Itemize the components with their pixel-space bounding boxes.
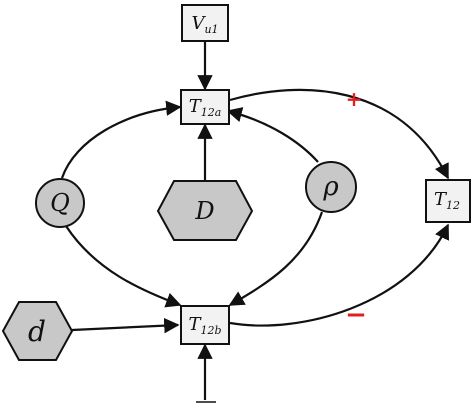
svg-text:Vu1: Vu1 bbox=[191, 13, 218, 36]
node-big-d: D bbox=[156, 180, 254, 241]
edge-rho-to-t12b bbox=[228, 211, 324, 306]
node-q-label: Q bbox=[50, 189, 70, 217]
node-t12b-sub: 12b bbox=[200, 324, 221, 337]
node-vu1: Vu1 bbox=[181, 4, 229, 42]
node-t12-sub: 12 bbox=[446, 199, 460, 212]
node-small-d: d bbox=[1, 301, 74, 361]
sign-positive: + bbox=[346, 87, 363, 111]
edge-q-to-t12a bbox=[60, 100, 182, 179]
node-rho: ρ bbox=[305, 161, 357, 213]
node-t12b-main: T bbox=[188, 314, 202, 335]
node-t12a-main: T bbox=[189, 96, 203, 117]
node-t12: T12 bbox=[425, 179, 471, 223]
node-big-d-label: D bbox=[194, 197, 214, 225]
edge-q-to-t12b bbox=[65, 225, 182, 308]
node-small-d-label: d bbox=[28, 315, 46, 348]
node-t12-main: T bbox=[434, 189, 448, 210]
node-t12a: T12a bbox=[180, 89, 230, 125]
node-t12a-sub: 12a bbox=[201, 106, 222, 119]
svg-text:T12a: T12a bbox=[189, 96, 222, 119]
node-q: Q bbox=[35, 178, 85, 228]
edge-t12a-to-t12 bbox=[229, 88, 449, 180]
svg-text:T12: T12 bbox=[434, 189, 460, 212]
edge-t12b-to-t12 bbox=[229, 223, 449, 327]
node-rho-label: ρ bbox=[322, 172, 339, 202]
edge-rho-to-t12a bbox=[226, 107, 319, 163]
node-t12b: T12b bbox=[180, 305, 230, 345]
sign-negative: − bbox=[345, 300, 367, 330]
edge-smalld-to-t12b bbox=[71, 317, 180, 334]
node-vu1-main: V bbox=[191, 13, 206, 34]
svg-text:T12b: T12b bbox=[188, 314, 221, 337]
node-vu1-sub: u1 bbox=[204, 23, 218, 36]
